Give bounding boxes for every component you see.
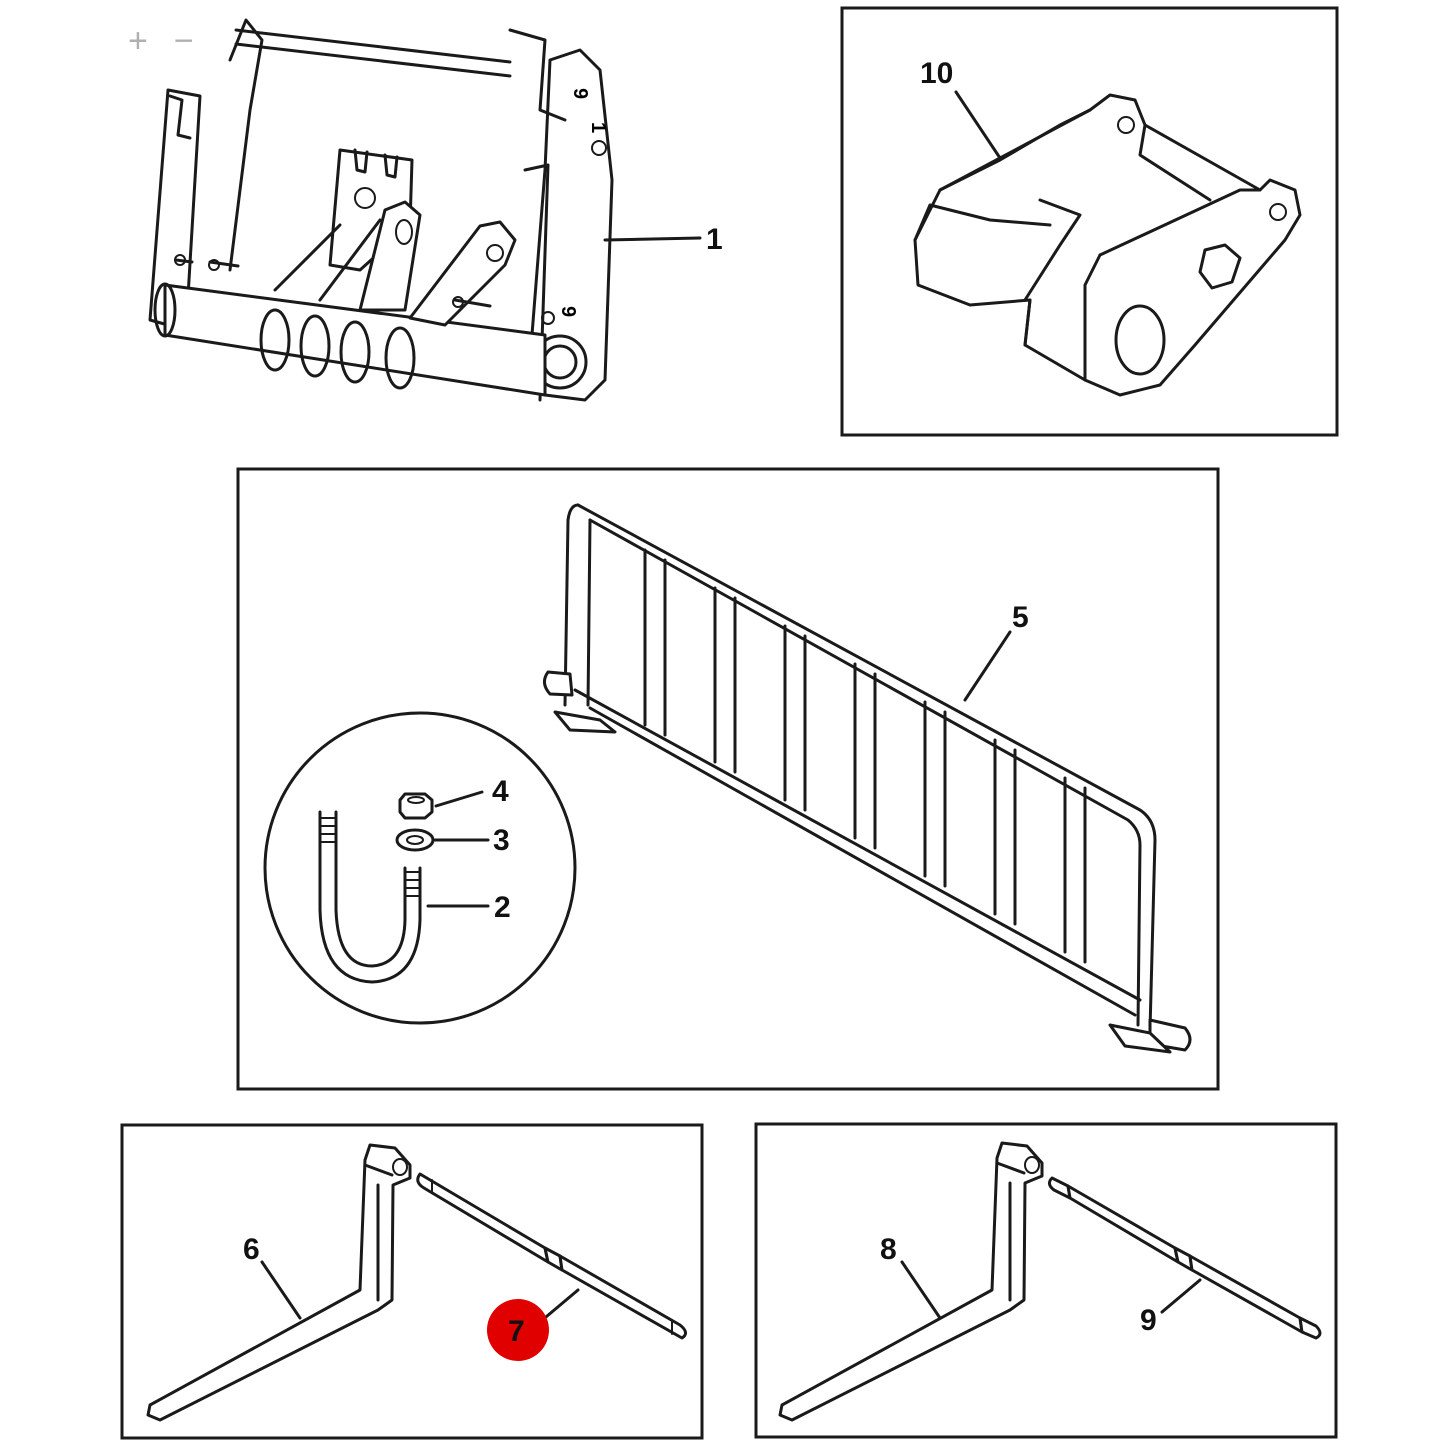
leader-line-6 — [260, 1260, 302, 1320]
fork-panel-left — [120, 1123, 704, 1440]
backrest-part — [543, 503, 1192, 1054]
fork-tine-6 — [146, 1143, 412, 1422]
callout-label-10: 10 — [920, 57, 953, 90]
frame-assembly: 9 1 9 — [148, 18, 702, 402]
frame-marking-bottom: 9 — [557, 306, 579, 317]
hardware-detail-circle — [263, 711, 577, 1025]
callout-label-5: 5 — [1012, 601, 1029, 634]
bracket-panel — [840, 6, 1339, 437]
u-bolt-part — [318, 810, 490, 984]
frame-marking-middle: 1 — [587, 122, 609, 133]
callout-label-6: 6 — [243, 1233, 260, 1266]
bracket-part — [913, 90, 1302, 397]
callout-label-4: 4 — [492, 775, 509, 808]
leader-line-9 — [1160, 1278, 1202, 1314]
shaft-9 — [1047, 1176, 1322, 1340]
washer-part — [395, 828, 490, 852]
zoom-controls: + − — [128, 24, 194, 58]
leader-line-4 — [434, 790, 484, 808]
nut-part — [398, 790, 484, 820]
callout-label-9: 9 — [1140, 1304, 1157, 1337]
leader-line-8 — [900, 1260, 942, 1320]
leader-line-10 — [954, 90, 1002, 160]
leader-line-7 — [538, 1288, 580, 1324]
frame-marking-top: 9 — [569, 88, 591, 99]
backrest-panel — [236, 467, 1220, 1091]
shaft-7 — [416, 1172, 687, 1340]
leader-line-1 — [603, 236, 702, 242]
callout-label-7[interactable]: 7 — [508, 1315, 525, 1348]
callout-label-8: 8 — [880, 1233, 897, 1266]
callout-label-3: 3 — [493, 824, 510, 857]
leader-line-5 — [963, 630, 1012, 702]
callout-label-1: 1 — [706, 223, 723, 256]
fork-tine-8 — [778, 1141, 1044, 1422]
callout-label-2: 2 — [494, 891, 511, 924]
fork-panel-right — [754, 1122, 1338, 1439]
zoom-out-button[interactable]: − — [173, 22, 194, 60]
callout-7-highlight[interactable] — [487, 1299, 549, 1361]
zoom-in-button[interactable]: + — [128, 22, 148, 60]
